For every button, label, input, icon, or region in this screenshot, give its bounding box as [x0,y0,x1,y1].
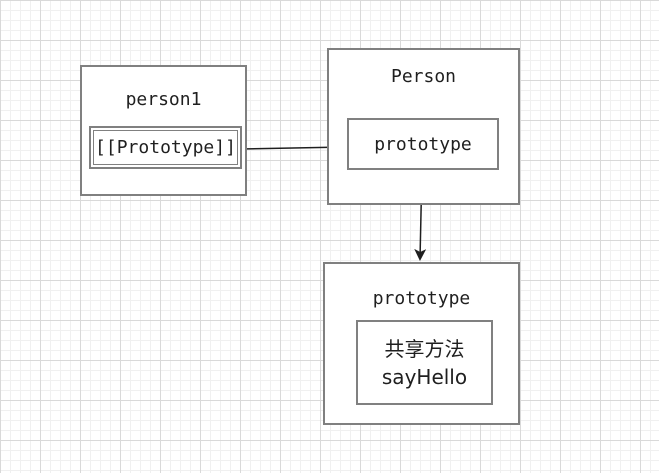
prototype-object-title: prototype [372,288,471,309]
prototype-object-node[interactable]: prototype 共享方法 sayHello [323,262,520,425]
person1-prototype-slot[interactable]: [[Prototype]] [89,126,242,169]
person-title: Person [390,66,457,87]
person-constructor-node[interactable]: Person prototype [327,48,520,205]
person-prototype-slot-label: prototype [374,133,472,155]
shared-method-name: sayHello [381,364,468,389]
shared-method-heading: 共享方法 [384,336,465,361]
person1-title: person1 [125,89,202,110]
person1-node[interactable]: person1 [[Prototype]] [80,65,247,196]
person1-prototype-slot-label: [[Prototype]] [95,137,236,158]
person-prototype-slot[interactable]: prototype [347,118,499,170]
shared-method-box[interactable]: 共享方法 sayHello [356,320,493,405]
